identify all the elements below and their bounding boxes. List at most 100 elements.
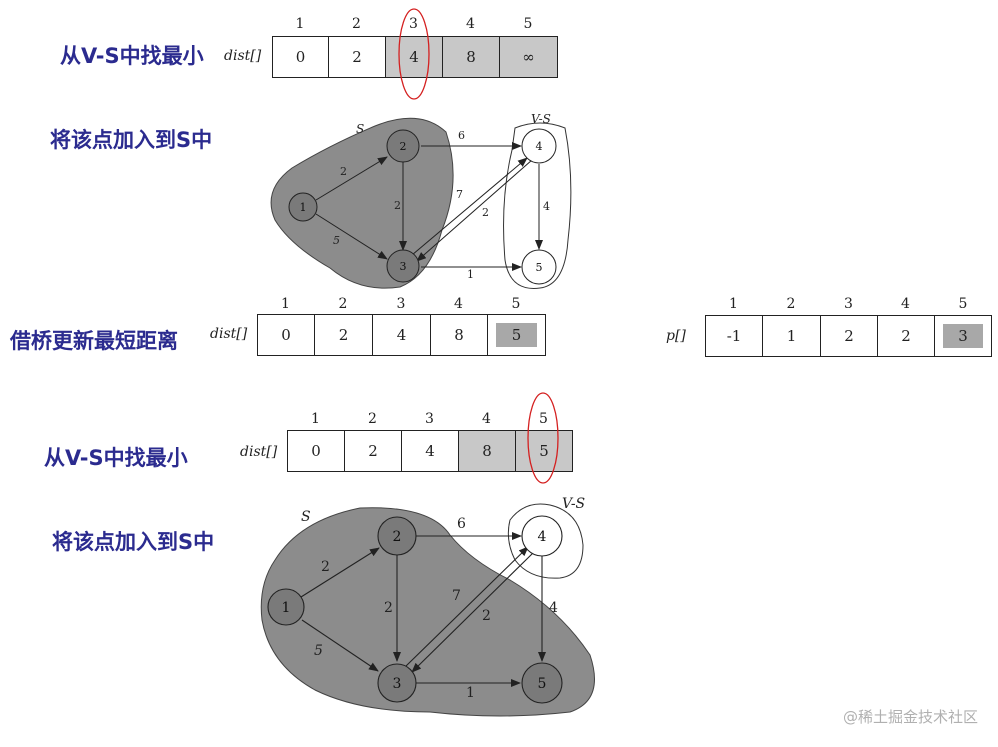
svg-text:3: 3 <box>393 676 402 692</box>
s-region-2 <box>260 507 595 717</box>
edge-weight: 7 <box>452 588 461 604</box>
dist-cell-updated: 5 <box>488 315 546 355</box>
graph-node: 1 <box>288 192 318 222</box>
index-1: 1 <box>311 411 320 427</box>
graph-node: 4 <box>521 128 557 164</box>
p-cell: 2 <box>878 316 935 356</box>
index-1: 1 <box>281 296 290 312</box>
index-1: 1 <box>729 296 738 312</box>
p-label: p[] <box>666 328 686 344</box>
label-relax: 借桥更新最短距离 <box>10 329 178 353</box>
dist-array-3: 0 2 4 8 5 <box>287 430 573 472</box>
graph-node: 4 <box>521 515 563 557</box>
svg-text:5: 5 <box>536 261 543 274</box>
index-5: 5 <box>539 411 548 427</box>
highlight-oval-2 <box>527 392 559 484</box>
dist-cell: 2 <box>315 315 373 355</box>
dist-label-2: dist[] <box>210 326 248 342</box>
edge-weight: 4 <box>543 200 550 213</box>
index-2: 2 <box>338 296 348 312</box>
edge-weight: 1 <box>466 685 475 701</box>
dist-cell: ∞ <box>500 37 558 77</box>
p-array: -1 1 2 2 3 <box>705 315 992 357</box>
vs-region-1 <box>503 122 572 289</box>
edge-weight: 2 <box>321 559 330 575</box>
index-1: 1 <box>295 16 305 32</box>
dist-cell: 2 <box>329 37 386 77</box>
index-2: 2 <box>786 296 796 312</box>
vs-set-label-2: V-S <box>562 496 585 512</box>
index-4: 4 <box>901 296 910 312</box>
dist-cell: 5 <box>516 431 573 471</box>
graph-node: 3 <box>386 249 420 283</box>
edge-weight: 2 <box>340 165 347 178</box>
svg-text:5: 5 <box>538 676 547 692</box>
dist-cell: 0 <box>258 315 315 355</box>
index-2: 2 <box>352 16 361 32</box>
edge-weight: 6 <box>457 516 466 532</box>
index-3: 3 <box>409 16 418 32</box>
dist-label-3: dist[] <box>240 444 278 460</box>
index-4: 4 <box>466 16 475 32</box>
svg-text:4: 4 <box>538 529 547 545</box>
edge-weight: 2 <box>384 600 393 616</box>
index-5: 5 <box>958 296 968 312</box>
dist-cell: 8 <box>431 315 488 355</box>
edge-weight: 6 <box>458 129 465 142</box>
edge-weight: 7 <box>456 188 463 201</box>
graph-node: 5 <box>521 249 557 285</box>
svg-text:1: 1 <box>300 201 307 214</box>
highlight-oval-1 <box>398 8 430 100</box>
label-find-min-1: 从V-S中找最小 <box>60 44 204 68</box>
index-3: 3 <box>396 296 406 312</box>
s-set-label-1: S <box>356 122 364 136</box>
svg-text:2: 2 <box>400 140 407 153</box>
edge-weight: 5 <box>314 643 323 659</box>
dist-label-1: dist[] <box>224 48 262 64</box>
p-cell: 2 <box>821 316 878 356</box>
edge-weight: 2 <box>482 608 491 624</box>
svg-text:2: 2 <box>393 529 402 545</box>
vs-set-label-1: V-S <box>531 112 551 126</box>
index-3: 3 <box>425 411 434 427</box>
label-add-to-s-1: 将该点加入到S中 <box>50 128 213 152</box>
watermark: @稀土掘金技术社区 <box>842 708 978 726</box>
index-4: 4 <box>454 296 463 312</box>
edge-weight: 1 <box>467 268 474 281</box>
dist-cell: 4 <box>402 431 459 471</box>
dist-cell: 4 <box>373 315 431 355</box>
edge-weight: 2 <box>394 199 401 212</box>
p-cell: 1 <box>763 316 821 356</box>
svg-text:3: 3 <box>400 260 407 273</box>
label-add-to-s-2: 将该点加入到S中 <box>52 530 215 554</box>
svg-text:4: 4 <box>536 140 543 153</box>
p-cell-updated: 3 <box>935 316 992 356</box>
graph-2: S V-S 2 5 2 6 7 2 1 4 1 2 3 <box>260 496 595 717</box>
graph-node: 3 <box>377 663 417 703</box>
label-find-min-2: 从V-S中找最小 <box>44 446 188 470</box>
p-cell: -1 <box>706 316 763 356</box>
edge-weight: 4 <box>549 600 558 616</box>
graph-node: 2 <box>377 516 417 556</box>
graph-node: 1 <box>267 588 305 626</box>
dist-array-2: 0 2 4 8 5 <box>257 314 546 356</box>
dist-cell: 0 <box>273 37 329 77</box>
index-5: 5 <box>523 16 533 32</box>
dist-cell: 4 <box>386 37 443 77</box>
graph-node: 2 <box>386 129 420 163</box>
index-5: 5 <box>511 296 521 312</box>
dist-cell: 8 <box>443 37 500 77</box>
vs-region-2 <box>507 503 584 579</box>
svg-text:1: 1 <box>282 600 291 616</box>
dist-cell: 0 <box>288 431 345 471</box>
index-3: 3 <box>844 296 853 312</box>
graph-1: S V-S 2 5 2 6 7 2 1 4 1 2 3 <box>270 112 572 289</box>
dist-cell: 2 <box>345 431 402 471</box>
dist-array-1: 0 2 4 8 ∞ <box>272 36 558 78</box>
graph-node: 5 <box>521 662 563 704</box>
index-4: 4 <box>482 411 491 427</box>
edge-weight: 2 <box>482 206 489 219</box>
edge-weight: 5 <box>333 234 340 247</box>
dist-cell: 8 <box>459 431 516 471</box>
